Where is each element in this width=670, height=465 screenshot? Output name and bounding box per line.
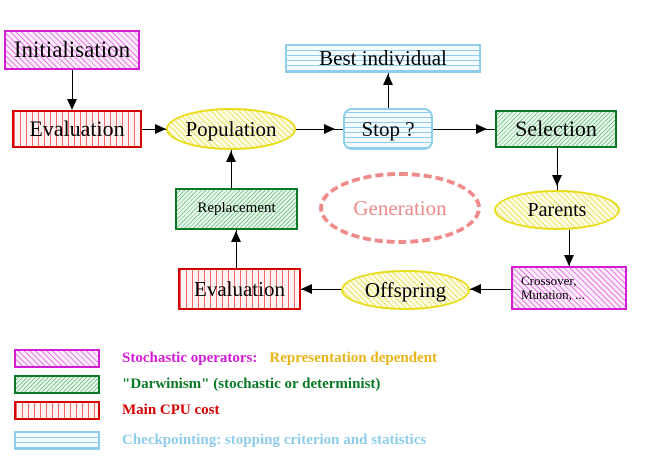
connector-initialisation-to-evaluation	[72, 70, 73, 102]
arrowhead-stop-to-best-individual	[383, 74, 393, 85]
node-initialisation-label: Initialisation	[13, 36, 131, 62]
node-best-individual-label: Best individual	[319, 46, 447, 71]
arrowhead-parents-to-variation	[564, 255, 574, 266]
node-offspring[interactable]: Offspring	[341, 270, 470, 310]
node-evaluation-top[interactable]: Evaluation	[12, 110, 142, 148]
node-initialisation[interactable]: Initialisation	[4, 30, 140, 70]
node-variation-line1: Crossover,	[521, 273, 577, 289]
node-variation[interactable]: Crossover, Mutation, ...	[511, 266, 627, 310]
legend-swatch-red	[14, 400, 100, 420]
node-stop-label: Stop ?	[361, 116, 415, 141]
connector-offspring-to-evaluation	[301, 289, 343, 290]
node-evaluation-top-label: Evaluation	[29, 116, 125, 142]
arrowhead-evaluation-to-population	[155, 124, 166, 134]
legend-label-darwinism: "Darwinism" (stochastic or determinist)	[122, 375, 381, 392]
legend-row-stochastic-operators: Stochastic operators: Representation depe…	[14, 346, 437, 370]
arrowhead-evaluation-to-replacement	[231, 231, 241, 242]
node-population-label: Population	[185, 116, 277, 141]
arrowhead-population-to-stop	[324, 124, 335, 134]
node-parents-label: Parents	[527, 198, 587, 221]
arrowhead-initialisation-to-evaluation	[67, 99, 77, 110]
node-evaluation-bottom[interactable]: Evaluation	[178, 268, 301, 310]
connector-stop-to-selection	[433, 129, 495, 130]
legend-label-stochastic-operators-text: Stochastic operators:	[122, 349, 258, 366]
connector-selection-to-parents	[557, 148, 558, 190]
legend-swatch-magenta	[14, 348, 100, 368]
node-replacement-label: Replacement	[197, 200, 276, 217]
legend-swatch-blue	[14, 430, 100, 450]
legend-row-checkpointing: Checkpointing: stopping criterion and st…	[14, 428, 426, 452]
node-offspring-label: Offspring	[364, 277, 447, 302]
connector-stop-to-best-individual	[388, 73, 389, 109]
connector-population-to-stop	[296, 129, 344, 130]
node-best-individual[interactable]: Best individual	[285, 44, 481, 73]
connector-replacement-to-population	[231, 150, 232, 190]
arrowhead-replacement-to-population	[226, 151, 236, 162]
node-selection[interactable]: Selection	[495, 110, 617, 148]
legend-label-representation-dependent: Representation dependent	[269, 349, 438, 366]
node-selection-label: Selection	[515, 116, 597, 142]
node-variation-line2: Mutation, ...	[521, 287, 585, 302]
arrowhead-selection-to-parents	[552, 175, 562, 186]
arrowhead-stop-to-selection	[476, 124, 487, 134]
legend-row-main-cpu-cost: Main CPU cost	[14, 398, 220, 422]
node-generation: Generation	[319, 172, 481, 244]
arrowhead-variation-to-offspring	[470, 284, 481, 294]
node-evaluation-bottom-label: Evaluation	[194, 276, 285, 301]
connector-evaluation-to-replacement	[236, 230, 237, 270]
arrowhead-offspring-to-evaluation	[301, 284, 312, 294]
node-stop[interactable]: Stop ?	[343, 108, 433, 150]
node-parents[interactable]: Parents	[494, 190, 620, 230]
connector-variation-to-offspring	[470, 289, 512, 290]
legend-row-darwinism: "Darwinism" (stochastic or determinist)	[14, 372, 380, 396]
node-replacement[interactable]: Replacement	[175, 188, 298, 230]
legend-label-main-cpu-cost: Main CPU cost	[122, 401, 220, 418]
legend-label-checkpointing: Checkpointing: stopping criterion and st…	[122, 431, 427, 448]
node-population[interactable]: Population	[166, 108, 296, 150]
connector-parents-to-variation	[569, 230, 570, 268]
legend-swatch-green	[14, 374, 100, 394]
legend-label-stochastic-operators: Stochastic operators: Representation depe…	[122, 350, 437, 367]
node-generation-label: Generation	[353, 195, 447, 220]
